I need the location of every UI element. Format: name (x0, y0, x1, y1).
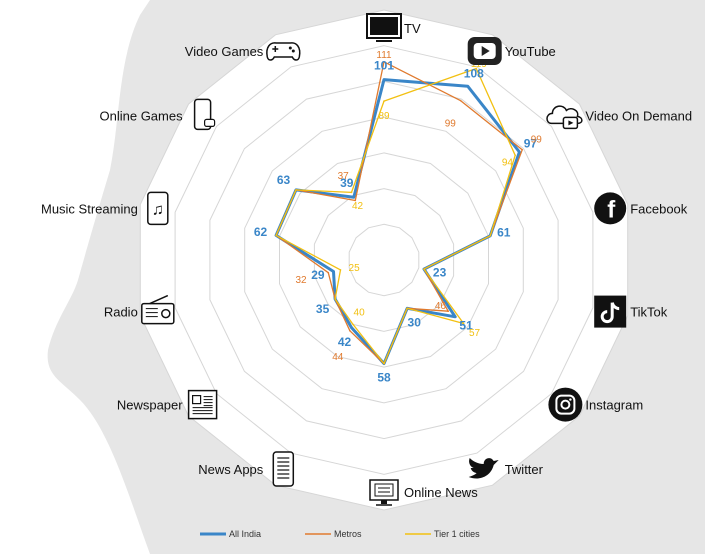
svg-text:f: f (607, 196, 616, 223)
data-point (353, 196, 355, 199)
value-label: 35 (316, 302, 330, 316)
value-label: 62 (254, 225, 268, 239)
online-games-icon (193, 98, 216, 131)
category-icons: f♫ (141, 13, 627, 506)
value-label: 97 (524, 136, 538, 150)
value-label: 42 (352, 201, 364, 212)
value-label: 42 (338, 335, 352, 349)
value-label: 40 (354, 308, 366, 319)
twitter-icon (468, 458, 499, 479)
data-point (350, 191, 353, 194)
value-label: 29 (311, 268, 325, 282)
value-label: 101 (374, 59, 394, 73)
data-point (383, 78, 385, 81)
data-point (332, 270, 335, 273)
category-label-youtube: YouTube (505, 44, 556, 59)
value-label: 23 (433, 266, 447, 280)
data-point (447, 310, 450, 313)
data-point (518, 151, 521, 153)
data-point (521, 149, 523, 151)
value-label: 99 (445, 118, 457, 129)
value-label: 94 (502, 158, 514, 169)
data-point (350, 326, 353, 329)
value-label: 44 (332, 352, 344, 363)
data-point (352, 323, 354, 326)
value-label: 57 (469, 328, 481, 339)
data-point (514, 154, 516, 157)
music-streaming-icon: ♫ (147, 191, 169, 226)
data-point (454, 316, 457, 318)
tiktok-icon (594, 295, 627, 328)
data-point (295, 189, 297, 191)
data-point (327, 271, 330, 274)
legend: All India Metros Tier 1 cities (200, 529, 480, 539)
radio-icon (141, 294, 175, 325)
value-label: 89 (378, 111, 390, 122)
instagram-icon (548, 387, 583, 422)
category-label-video-games: Video Games (185, 44, 264, 59)
category-label-tv: TV (404, 21, 421, 36)
youtube-icon (467, 37, 502, 65)
category-label-online-news: Online News (404, 485, 478, 500)
category-label-newspaper: Newspaper (117, 398, 183, 413)
value-label: 99 (531, 135, 543, 146)
data-point (383, 61, 385, 63)
category-label-video-on-demand: Video On Demand (585, 108, 692, 123)
value-label: 51 (459, 319, 473, 333)
value-label: 111 (376, 50, 392, 61)
value-label: 46 (435, 301, 447, 312)
data-point (349, 330, 351, 332)
grid-ring (348, 223, 420, 297)
data-point (459, 99, 462, 102)
tv-icon (366, 13, 402, 42)
data-point (406, 307, 409, 310)
video-on-demand-icon (546, 105, 583, 130)
category-label-tiktok: TikTok (630, 305, 668, 320)
video-games-icon (266, 42, 301, 61)
legend-label-all-india: All India (229, 529, 261, 539)
category-label-online-games: Online Games (100, 108, 184, 123)
data-point (466, 85, 469, 87)
value-label: 30 (408, 316, 422, 330)
category-label-radio: Radio (104, 305, 138, 320)
value-label: 61 (497, 226, 511, 240)
legend-label-tier1: Tier 1 cities (434, 529, 480, 539)
svg-text:♫: ♫ (152, 201, 164, 218)
online-news-icon (369, 479, 399, 506)
data-point (383, 362, 385, 365)
data-point (462, 322, 465, 325)
value-label: 32 (295, 275, 307, 286)
category-label-music-streaming: Music Streaming (41, 201, 138, 216)
data-point (475, 67, 478, 70)
data-point (423, 268, 425, 270)
value-label: 63 (277, 173, 291, 187)
radar-series (274, 61, 523, 366)
news-apps-icon (272, 451, 295, 487)
data-point (354, 199, 357, 202)
facebook-icon: f (594, 192, 627, 225)
data-point (339, 269, 342, 271)
category-label-twitter: Twitter (505, 462, 544, 477)
value-label: 37 (338, 171, 350, 182)
data-point (383, 100, 385, 102)
newspaper-icon (187, 389, 218, 420)
category-label-facebook: Facebook (630, 201, 688, 216)
category-label-instagram: Instagram (585, 398, 643, 413)
data-point (489, 235, 492, 237)
value-label: 25 (349, 263, 361, 274)
data-point (334, 298, 336, 300)
value-label: 58 (377, 371, 391, 385)
category-label-news-apps: News Apps (198, 462, 264, 477)
value-label: 108 (464, 67, 484, 81)
data-point (275, 234, 277, 237)
value-label: 39 (340, 176, 354, 190)
legend-label-metros: Metros (334, 529, 362, 539)
